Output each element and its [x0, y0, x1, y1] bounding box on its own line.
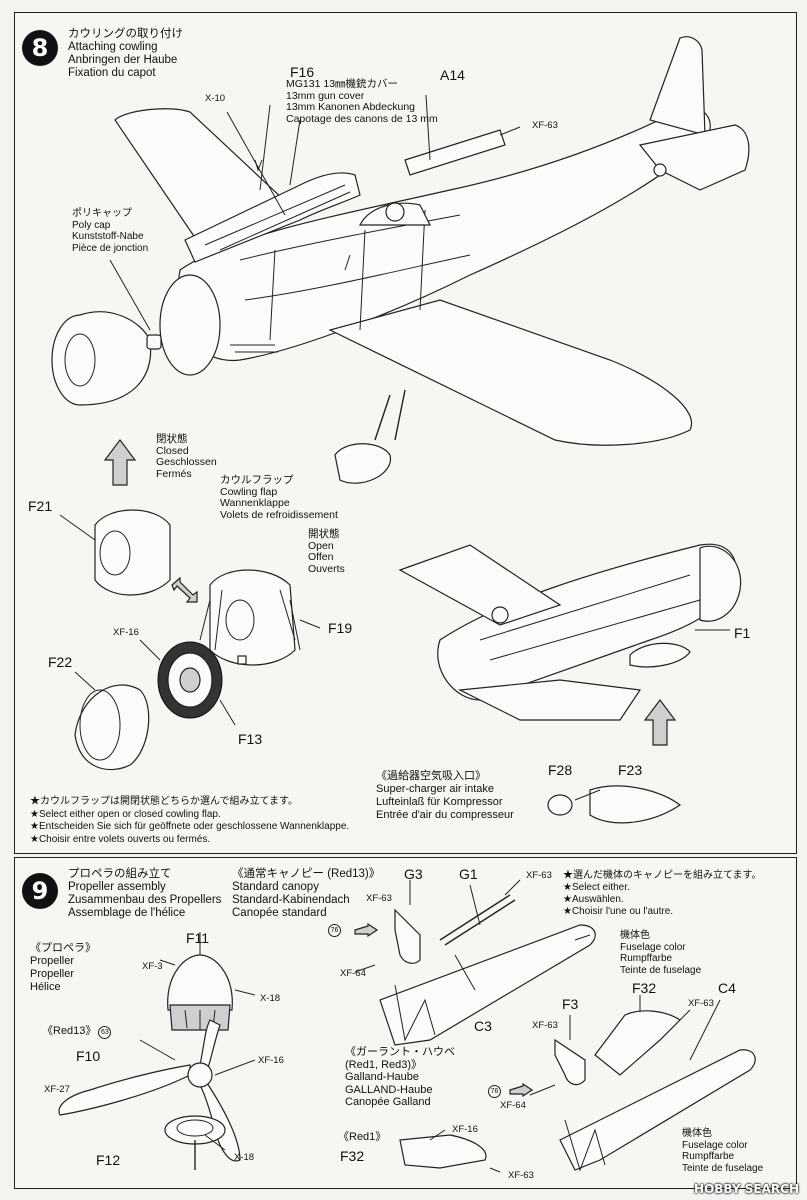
part-c3-label: C3 [474, 1018, 492, 1034]
xf63-label-9b: XF-63 [366, 893, 392, 904]
step-8-number: 8 [22, 30, 58, 66]
xf16-label-red1: XF-16 [452, 1124, 478, 1135]
part-f23-label: F23 [618, 762, 643, 778]
part-f1-label: F1 [734, 625, 751, 641]
x10-label: X-10 [205, 93, 226, 104]
num76b-label: 76 [488, 1085, 501, 1098]
step-9-number: 9 [22, 873, 58, 909]
watermark: HOBBY SEARCH [694, 1182, 799, 1196]
part-f28-label: F28 [548, 762, 573, 778]
aircraft-bottom [398, 543, 742, 721]
part-g3-label: G3 [404, 866, 423, 882]
xf63-label-9: XF-63 [526, 870, 552, 881]
part-a14-label: A14 [440, 67, 465, 83]
part-f19-label: F19 [328, 620, 353, 636]
xf64-label: XF-64 [340, 968, 366, 979]
part-c4-label: C4 [718, 980, 736, 996]
part-f12-label: F12 [96, 1152, 121, 1168]
aircraft-top [114, 36, 750, 484]
xf63-label: XF-63 [532, 120, 558, 131]
red1-label: 《Red1》 [338, 1131, 387, 1143]
xf3-label: XF-3 [142, 961, 163, 972]
num76-label: 76 [328, 924, 341, 937]
red13-number: 63 [98, 1026, 112, 1039]
x18-label: X-18 [260, 993, 281, 1004]
x18b-label: X-18 [234, 1152, 255, 1163]
xf64-label-b: XF-64 [500, 1100, 526, 1111]
xf63-label-red1: XF-63 [508, 1170, 534, 1181]
part-f3-label: F3 [562, 996, 579, 1012]
part-f16-label: F16 [290, 64, 315, 80]
part-f21-label: F21 [28, 498, 53, 514]
xf63-label-9d: XF-63 [688, 998, 714, 1009]
red13-label: 《Red13》63 [42, 1025, 112, 1039]
step-8-notes: ★カウルフラップは開閉状態どちらか選んで組み立てます。★Select eithe… [30, 796, 350, 845]
part-f32b-label: F32 [340, 1148, 365, 1164]
part-f32-label: F32 [632, 980, 657, 996]
part-f10-label: F10 [76, 1048, 101, 1064]
part-f11-label: F11 [186, 930, 210, 946]
part-f22-label: F22 [48, 654, 73, 670]
xf16-label: XF-16 [113, 627, 139, 638]
xf27-label: XF-27 [44, 1084, 70, 1095]
part-g1-label: G1 [459, 866, 478, 882]
select-notes: ★選んだ機体のキャノピーを組み立てます。★Select either.★Ausw… [563, 870, 762, 917]
xf16-label-9: XF-16 [258, 1055, 284, 1066]
part-f13-label: F13 [238, 731, 263, 747]
xf63-label-9c: XF-63 [532, 1020, 558, 1031]
